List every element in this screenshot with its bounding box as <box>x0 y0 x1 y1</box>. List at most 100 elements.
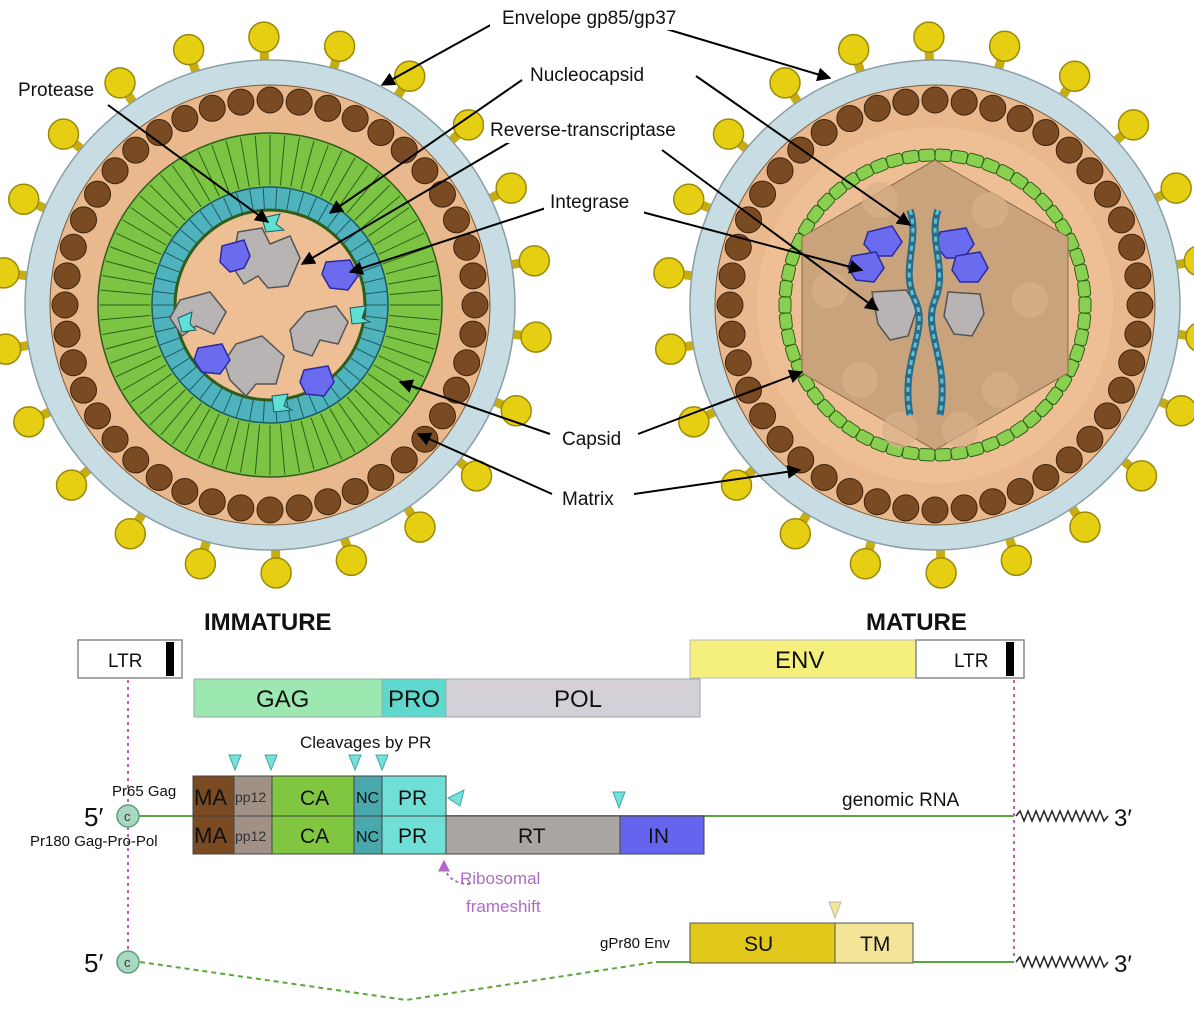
matrix-bead <box>1076 425 1104 453</box>
segment-line <box>290 423 301 473</box>
segment-line <box>239 137 250 187</box>
matrix-bead <box>1076 157 1104 185</box>
texture-spot <box>842 362 878 398</box>
matrix-bead <box>256 86 284 114</box>
matrix-bead <box>461 291 489 319</box>
arrow-protease <box>107 104 270 223</box>
matrix-bead <box>84 180 112 208</box>
matrix-bead <box>1093 180 1121 208</box>
label-integrase: Integrase <box>550 192 629 213</box>
matrix-bead <box>59 349 87 377</box>
segment-line <box>189 219 205 236</box>
ca-label: CA <box>300 787 329 810</box>
protease-shape <box>349 305 372 325</box>
matrix-bead <box>314 488 342 516</box>
segment-line <box>378 355 425 378</box>
five-prime-2: 5′ <box>84 948 103 978</box>
matrix-bead <box>1093 402 1121 430</box>
matrix-bead <box>367 463 395 491</box>
cleavage-marker <box>447 789 465 807</box>
segment-line <box>165 347 185 358</box>
integrase-shape <box>951 251 989 283</box>
segment-line <box>254 424 261 475</box>
rt-label: RT <box>518 825 546 848</box>
pr-domain <box>381 775 447 817</box>
matrix-bead <box>1124 262 1152 290</box>
matrix-beads <box>51 86 489 524</box>
spike-head <box>495 172 527 204</box>
segment-line <box>307 197 317 218</box>
matrix-bead <box>428 402 456 430</box>
spike-head <box>1000 544 1033 577</box>
segment-line <box>254 135 261 186</box>
matrix-bead <box>810 463 838 491</box>
segment-line <box>160 396 194 436</box>
arrow-integrase-immature <box>348 207 547 275</box>
arrow-nucleocapsid-mature <box>695 75 912 226</box>
capsid-segment <box>778 279 793 298</box>
segment-line <box>363 326 384 333</box>
matrix-bead <box>735 206 763 234</box>
segment-line <box>235 192 243 214</box>
matrix-bead <box>863 488 891 516</box>
spike-head <box>849 548 882 580</box>
spike-head <box>0 257 20 289</box>
frameshift-label-1: Ribosomal <box>460 869 540 888</box>
rna-helix <box>930 209 944 416</box>
segment-line <box>388 274 438 285</box>
pr180-row: MA pp12 CA NC PR RT IN <box>192 815 705 855</box>
spike-head <box>452 109 485 141</box>
capsid-segment <box>778 312 793 331</box>
matrix-bead <box>122 136 150 164</box>
pol-label: POL <box>554 686 602 713</box>
segment-line <box>211 387 223 407</box>
spike-head <box>0 333 22 365</box>
matrix-bead <box>836 105 864 133</box>
matrix-bead <box>950 88 978 116</box>
su-label: SU <box>744 933 773 956</box>
segment-line <box>110 345 158 364</box>
nucleocapsid-segments <box>153 188 387 422</box>
matrix-bead <box>749 402 777 430</box>
label-nucleocapsid: Nucleocapsid <box>530 65 644 86</box>
spike-head <box>7 183 40 216</box>
env-gene <box>689 639 917 679</box>
segment-line <box>122 219 167 246</box>
segment-line <box>382 345 430 364</box>
arrow-envelope-immature <box>380 21 497 86</box>
segment-line <box>378 232 425 255</box>
matrix-bead <box>411 157 439 185</box>
matrix-bead <box>892 494 920 522</box>
segment-line <box>139 381 179 415</box>
arrow-matrix-mature <box>633 464 802 495</box>
matrix-bead <box>718 320 746 348</box>
segment-line <box>343 366 360 381</box>
label-immature: IMMATURE <box>204 609 332 636</box>
matrix-bead <box>1006 105 1034 133</box>
pr180-label: Pr180 Gag-Pro-Pol <box>30 833 158 850</box>
integrase-shape <box>863 225 903 257</box>
capsid-segment <box>1077 312 1092 331</box>
matrix-bead <box>122 446 150 474</box>
matrix-bead <box>84 402 112 430</box>
cleavage-marker <box>375 754 389 772</box>
segment-line <box>275 188 278 210</box>
matrix-bead <box>453 349 481 377</box>
matrix-bead <box>442 206 470 234</box>
segment-line <box>361 381 401 415</box>
matrix-bead <box>145 463 173 491</box>
pp12-domain <box>233 775 273 817</box>
matrix-bead <box>51 291 79 319</box>
segment-line <box>100 289 151 296</box>
capsid-segments <box>100 135 440 475</box>
segment-line <box>149 389 186 426</box>
matrix-bead <box>921 86 949 114</box>
segment-line <box>307 392 317 413</box>
matrix-bead <box>1124 320 1152 348</box>
segment-line <box>373 219 418 246</box>
matrix-bead <box>256 496 284 524</box>
cleavage-marker <box>828 901 842 920</box>
spike-head <box>769 67 801 99</box>
tm-domain <box>834 922 914 964</box>
segment-line <box>368 373 410 403</box>
